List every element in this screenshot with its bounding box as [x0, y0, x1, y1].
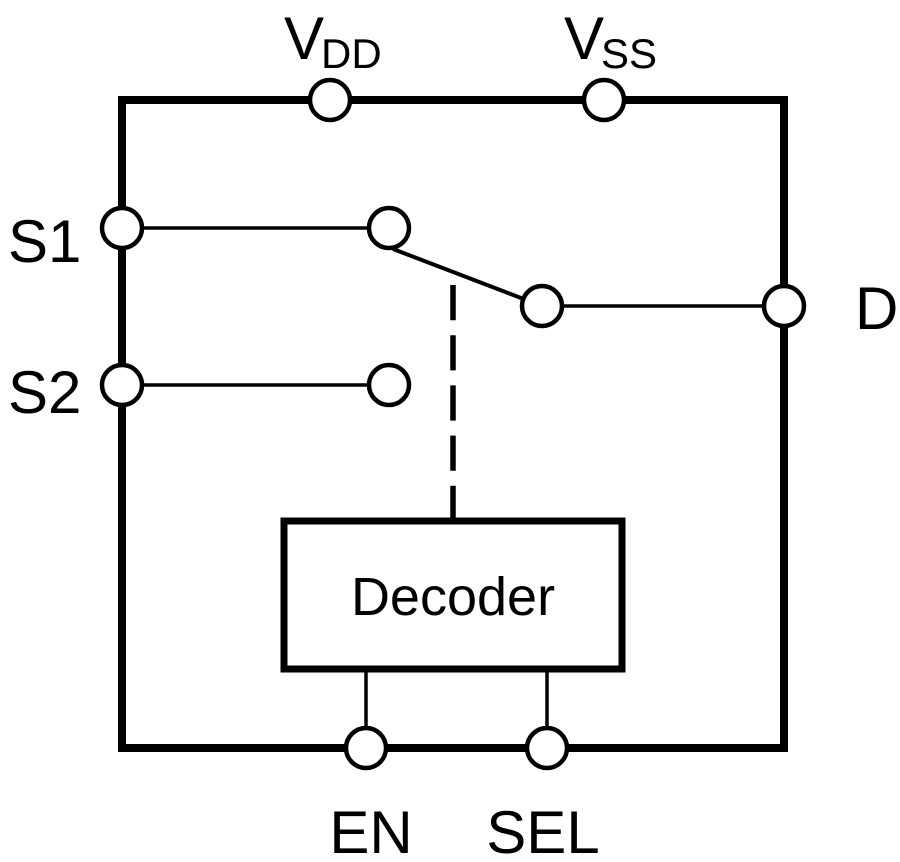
s2-throw-contact-circle	[366, 362, 412, 408]
switch-arm	[392, 247, 543, 308]
s1-pin-circle	[99, 205, 145, 251]
s2-label: S2	[8, 359, 81, 426]
d-pin-circle	[761, 283, 807, 329]
vss-label-subscript: SS	[601, 30, 657, 77]
vdd-label-subscript: DD	[321, 30, 382, 77]
vdd-label-base: V	[284, 5, 324, 72]
s1-throw-contact-circle	[366, 205, 412, 251]
vss-pin-circle	[581, 77, 627, 123]
s2-pin-circle	[99, 362, 145, 408]
chip-outline	[118, 96, 788, 752]
en-pin-circle	[343, 725, 389, 771]
decoder-block	[280, 517, 626, 673]
sel-label: SEL	[486, 799, 599, 862]
d-label: D	[855, 275, 898, 342]
vdd-pin-circle	[307, 77, 353, 123]
s1-label: S1	[8, 208, 81, 275]
en-label: EN	[329, 799, 412, 862]
decoder-label: Decoder	[351, 567, 555, 627]
vss-label-base: V	[564, 5, 604, 72]
sel-pin-circle	[524, 725, 570, 771]
pole-contact-circle	[519, 283, 565, 329]
